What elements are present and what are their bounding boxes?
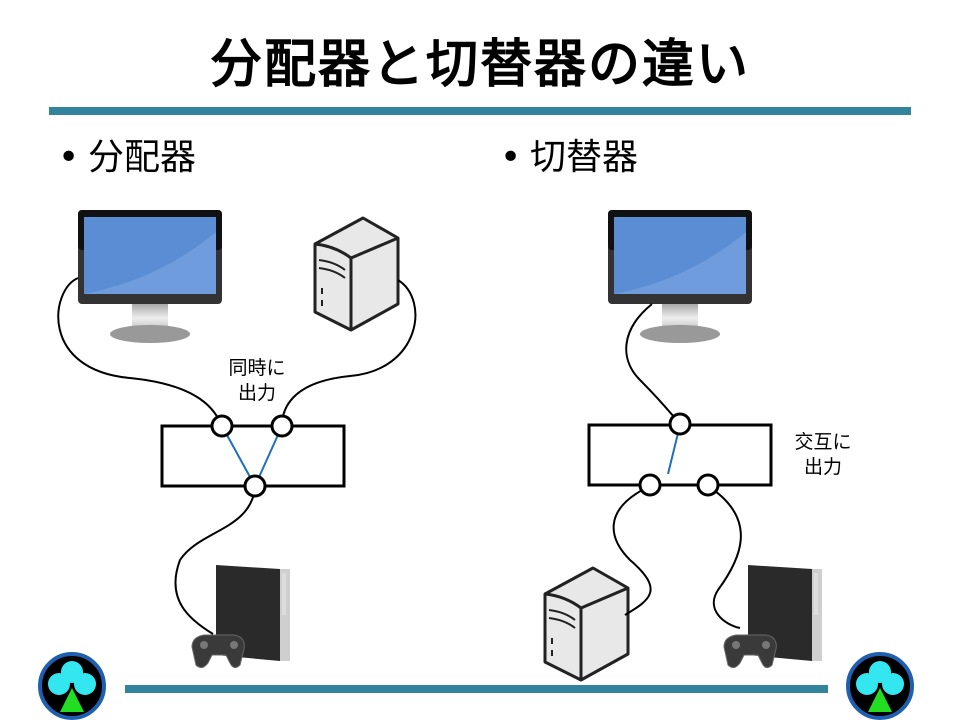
input-port bbox=[638, 473, 662, 497]
input-port bbox=[696, 473, 720, 497]
switcher-diagram bbox=[543, 210, 823, 682]
output-port bbox=[270, 414, 294, 438]
server-tower-icon bbox=[543, 566, 630, 682]
server-tower-icon bbox=[313, 216, 400, 332]
annotation-line: 交互に bbox=[794, 431, 852, 453]
bullet-text: 切替器 bbox=[530, 137, 639, 178]
monitor-icon bbox=[608, 210, 752, 343]
output-port bbox=[210, 414, 234, 438]
bullet-marker: • bbox=[58, 137, 80, 178]
splitter-diagram bbox=[57, 210, 417, 669]
logo-icon-right bbox=[846, 652, 914, 720]
cable-tower bbox=[612, 485, 652, 616]
bullet-splitter: •分配器 bbox=[58, 128, 196, 180]
bullet-text: 分配器 bbox=[88, 137, 197, 178]
switcher-annotation: 交互に 出力 bbox=[778, 430, 868, 480]
cable-monitor bbox=[57, 277, 223, 427]
logo-icon-left bbox=[38, 652, 106, 720]
slide-title: 分配器と切替器の違い bbox=[209, 35, 750, 95]
footer-divider bbox=[125, 685, 828, 693]
cable-monitor bbox=[625, 303, 681, 425]
cable-console bbox=[707, 485, 742, 629]
monitor-icon bbox=[78, 210, 222, 343]
annotation-line: 出力 bbox=[803, 456, 842, 478]
input-port bbox=[243, 474, 267, 498]
annotation-line: 同時に bbox=[228, 357, 286, 379]
bullet-marker: • bbox=[500, 137, 522, 178]
cable-tower bbox=[281, 279, 417, 427]
bullet-switcher: •切替器 bbox=[500, 128, 638, 180]
game-console-icon bbox=[723, 564, 823, 669]
splitter-annotation: 同時に 出力 bbox=[212, 356, 302, 406]
output-port bbox=[668, 412, 692, 436]
annotation-line: 出力 bbox=[237, 382, 276, 404]
title-divider bbox=[49, 107, 911, 115]
cable-console bbox=[174, 487, 256, 635]
game-console-icon bbox=[191, 564, 291, 669]
